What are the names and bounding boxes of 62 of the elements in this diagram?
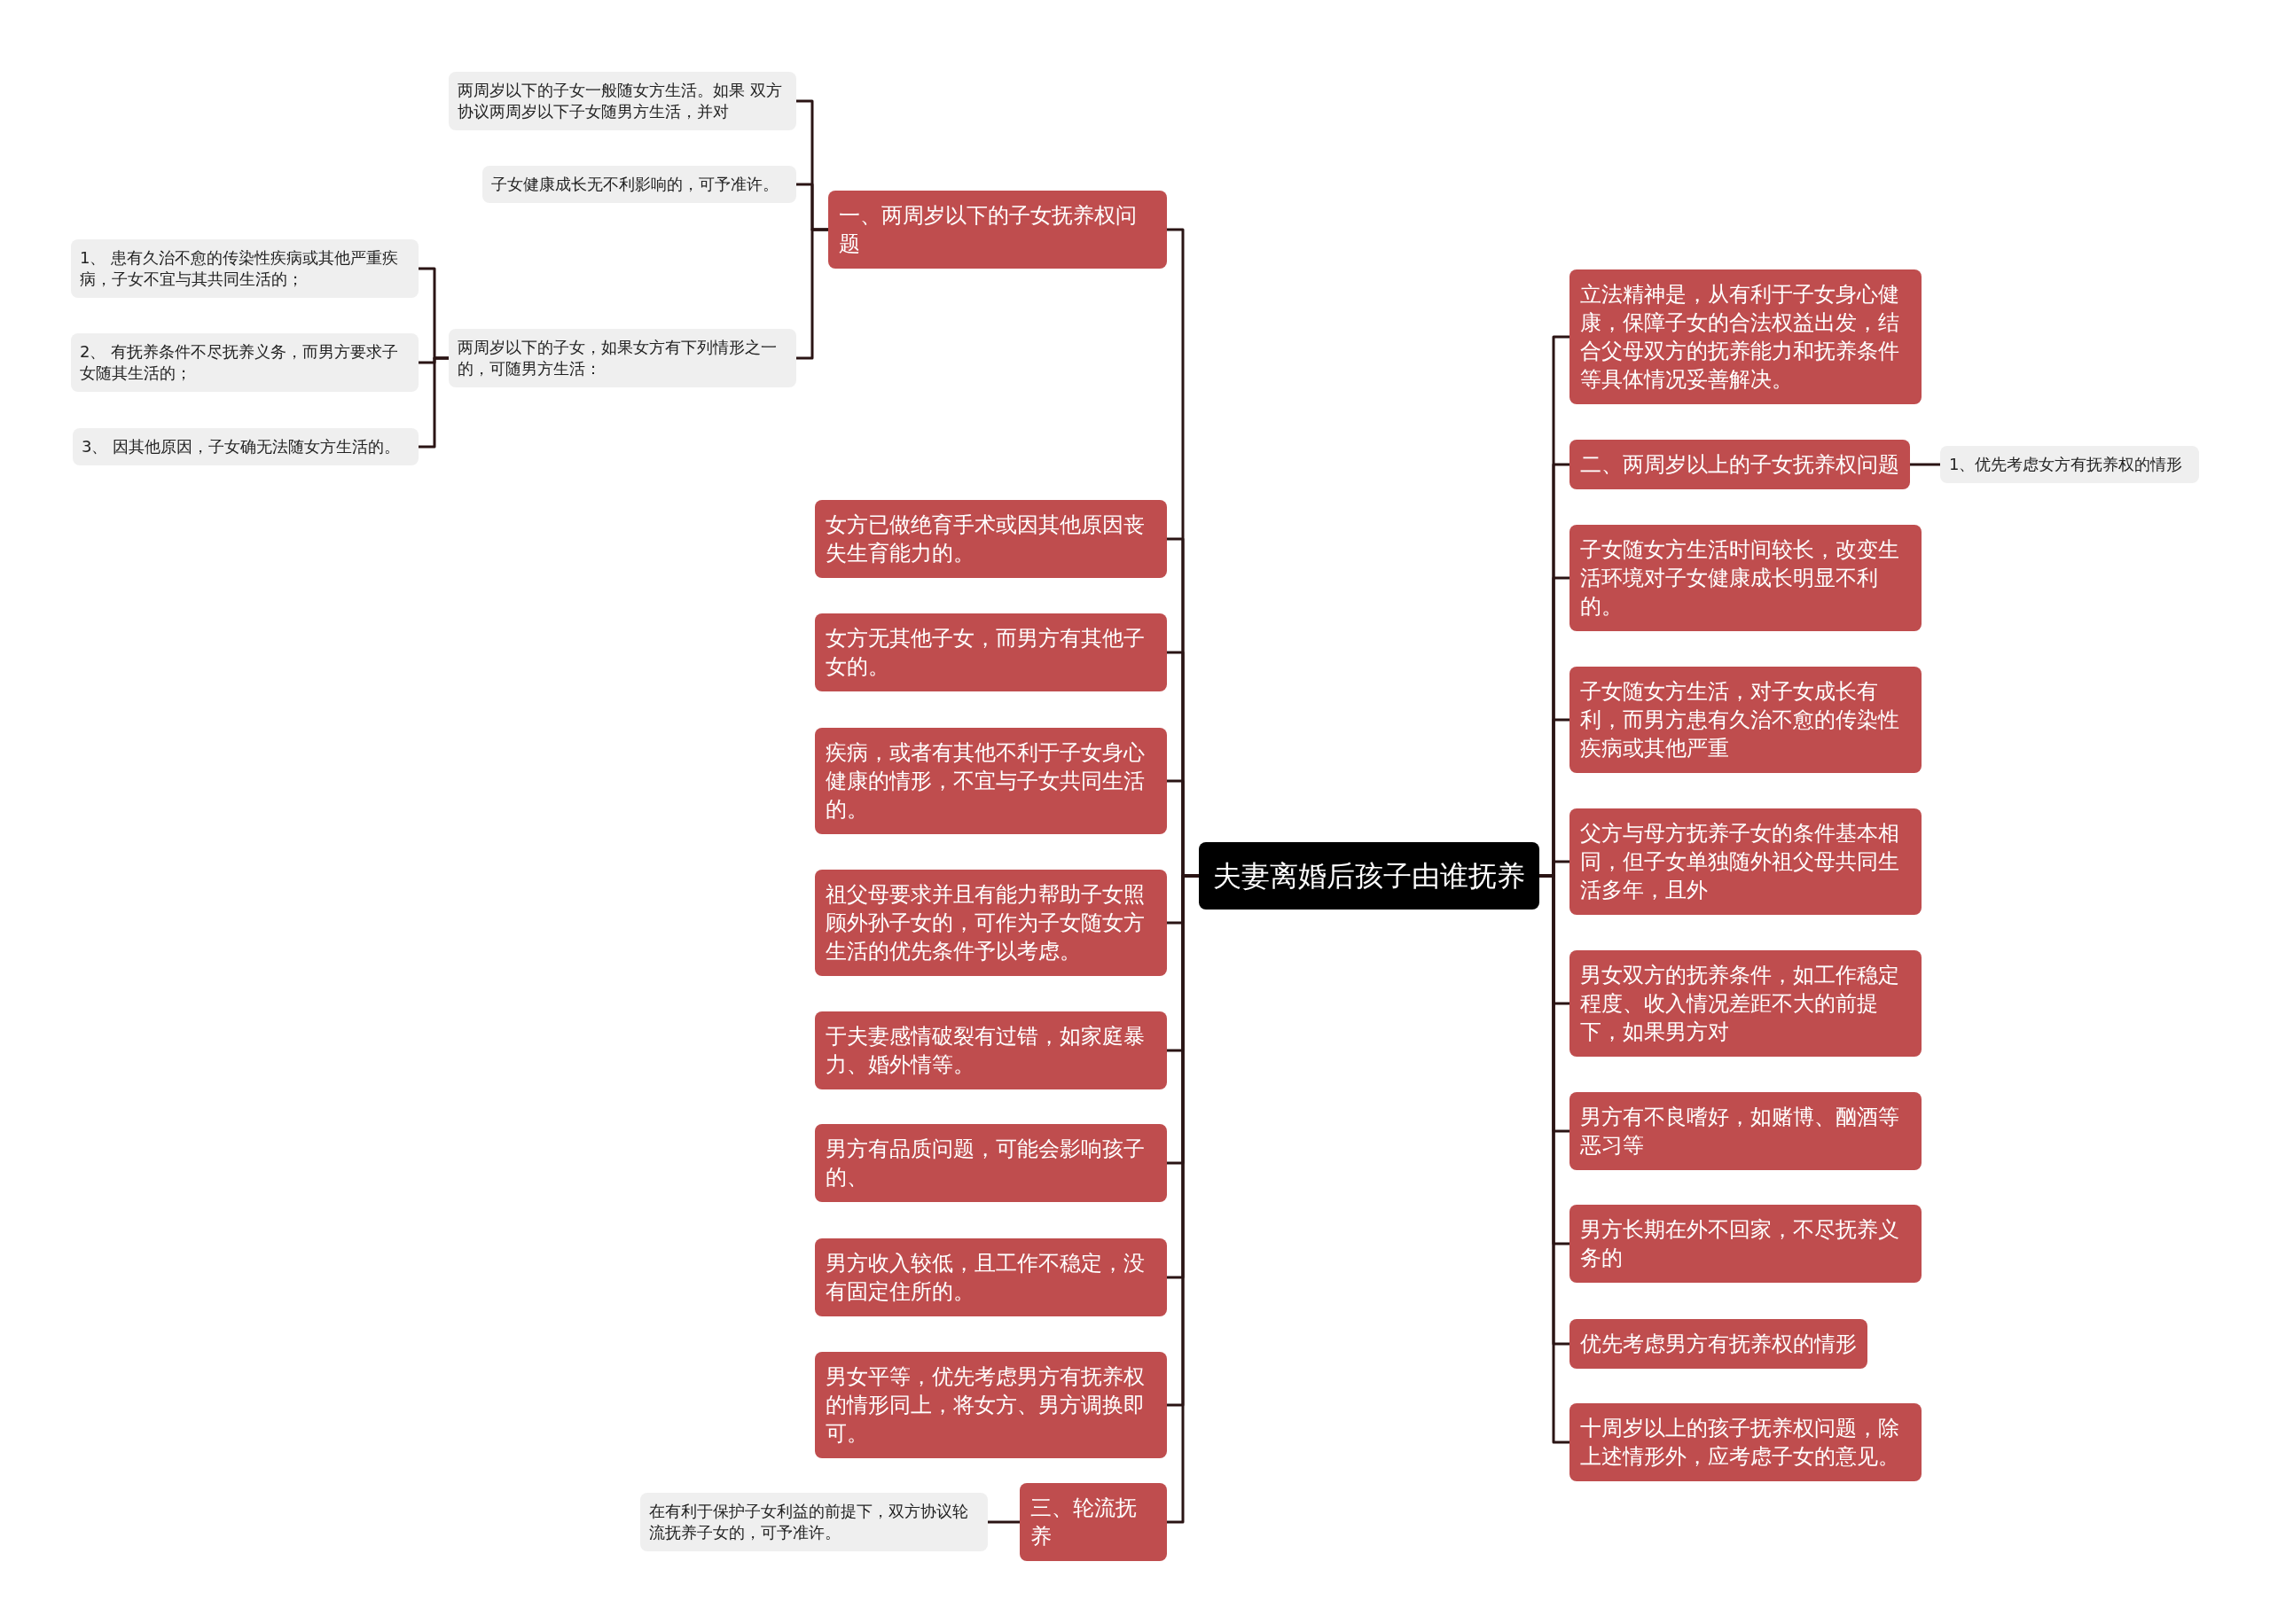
note-box — [482, 166, 796, 203]
topic-box — [1569, 950, 1922, 1057]
topic-text: 二、两周岁以上的子女抚养权问题 — [1580, 451, 1899, 479]
topic-text: 祖父母要求并且有能力帮助子女照顾外孙子女的，可作为子女随女方生活的优先条件予以考虑。 — [826, 881, 1146, 965]
topic-text: 男女双方的抚养条件，如工作稳定程度、收入情况差距不大的前提下，如果男方对 — [1580, 962, 1900, 1046]
central-topic — [1199, 842, 1539, 910]
note-box — [71, 239, 419, 298]
topic-text: 男方长期在外不回家，不尽抚养义务的 — [1580, 1216, 1900, 1272]
topic-text: 女方无其他子女，而男方有其他子女的。 — [826, 625, 1146, 681]
topic-text: 父方与母方抚养子女的条件基本相同，但子女单独随外祖父母共同生活多年，且外 — [1580, 820, 1900, 904]
connector-line — [1910, 463, 1940, 466]
topic-text: 于夫妻感情破裂有过错，如家庭暴力、婚外情等。 — [826, 1023, 1146, 1079]
note-box — [640, 1493, 988, 1551]
note-text: 在有利于保护子女利益的前提下，双方协议轮流抚养子女的，可予准许。 — [649, 1501, 969, 1543]
note-text: 3、 因其他原因，子女确无法随女方生活的。 — [82, 436, 402, 457]
topic-text: 子女随女方生活，对子女成长有利，而男方患有久治不愈的传染性疾病或其他严重 — [1580, 678, 1900, 762]
topic-box — [1569, 667, 1922, 773]
note-box — [1940, 446, 2199, 483]
topic-text: 一、两周岁以下的子女抚养权问题 — [839, 202, 1138, 258]
topic-box — [1569, 269, 1922, 404]
topic-box — [815, 613, 1167, 691]
topic-text: 三、轮流抚养 — [1030, 1495, 1138, 1550]
topic-box — [1569, 525, 1922, 631]
topic-text: 十周岁以上的孩子抚养权问题，除上述情形外，应考虑子女的意见。 — [1580, 1415, 1900, 1471]
central-topic-text: 夫妻离婚后孩子由谁抚养 — [1213, 858, 1525, 894]
note-text: 两周岁以下的子女，如果女方有下列情形之一的，可随男方生活： — [458, 337, 778, 379]
topic-box — [1569, 440, 1910, 489]
topic-text: 子女随女方生活时间较长，改变生活环境对子女健康成长明显不利的。 — [1580, 536, 1900, 621]
topic-box — [815, 1238, 1167, 1316]
note-text: 1、 患有久治不愈的传染性疾病或其他严重疾病，子女不宜与其共同生活的； — [80, 247, 400, 290]
note-text: 1、优先考虑女方有抚养权的情形 — [1949, 454, 2184, 475]
note-box — [71, 333, 419, 392]
note-text: 子女健康成长无不利影响的，可予准许。 — [491, 174, 779, 195]
note-box — [73, 428, 419, 465]
topic-box — [815, 1352, 1167, 1458]
topic-text: 男方收入较低，且工作不稳定，没有固定住所的。 — [826, 1250, 1146, 1306]
topic-text: 立法精神是，从有利于子女身心健康，保障子女的合法权益出发，结合父母双方的抚养能力和抚养条件等具体情况妥善解决。 — [1580, 281, 1900, 394]
topic-text: 男方有不良嗜好，如赌博、酗酒等恶习等 — [1580, 1104, 1900, 1159]
topic-box — [1020, 1483, 1167, 1561]
topic-box — [815, 1011, 1167, 1089]
topic-box — [1569, 1319, 1867, 1369]
topic-box — [815, 728, 1167, 834]
topic-box — [815, 500, 1167, 578]
topic-text: 男女平等，优先考虑男方有抚养权的情形同上，将女方、男方调换即可。 — [826, 1363, 1146, 1448]
topic-text: 疾病，或者有其他不利于子女身心健康的情形，不宜与子女共同生活的。 — [826, 739, 1146, 824]
topic-text: 优先考虑男方有抚养权的情形 — [1580, 1331, 1857, 1358]
note-text: 两周岁以下的子女一般随女方生活。如果 双方协议两周岁以下子女随男方生活，并对 — [458, 80, 783, 122]
connector-line — [419, 356, 449, 449]
topic-box — [1569, 808, 1922, 915]
topic-text: 女方已做绝育手术或因其他原因丧失生育能力的。 — [826, 511, 1146, 567]
connector-line — [988, 1520, 1020, 1524]
topic-text: 男方有品质问题，可能会影响孩子的、 — [826, 1136, 1146, 1191]
topic-box — [815, 1124, 1167, 1202]
note-text: 2、 有抚养条件不尽抚养义务，而男方要求子女随其生活的； — [80, 341, 400, 384]
topic-box — [1569, 1403, 1922, 1481]
connector-line — [796, 228, 828, 360]
topic-box — [815, 870, 1167, 976]
topic-box — [828, 191, 1167, 269]
note-box — [449, 72, 796, 130]
note-box — [449, 329, 796, 387]
topic-box — [1569, 1205, 1922, 1283]
topic-box — [1569, 1092, 1922, 1170]
